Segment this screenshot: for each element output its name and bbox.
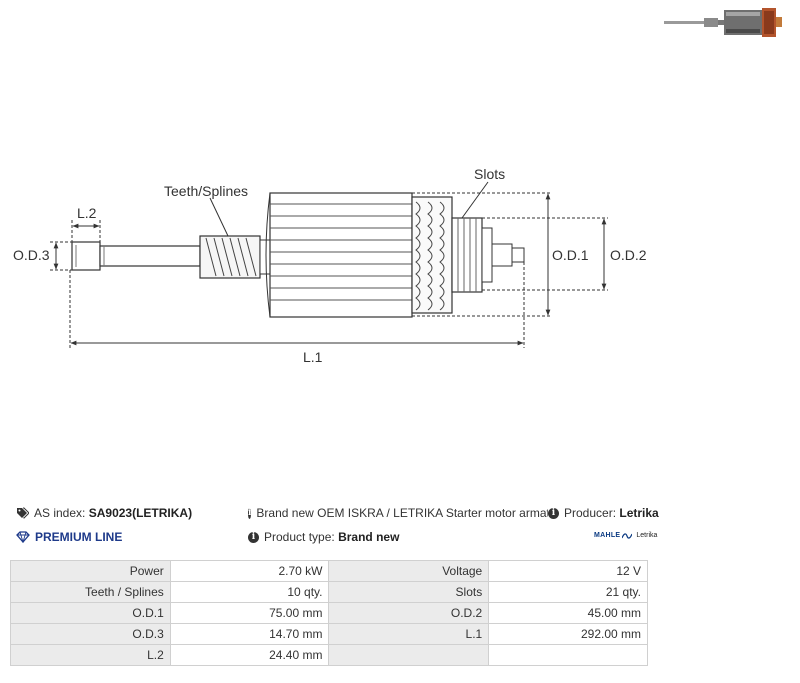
spec-label	[328, 644, 490, 666]
label-teeth-splines: Teeth/Splines	[164, 183, 248, 199]
teeth-leader-line	[209, 197, 229, 237]
spec-label: O.D.3	[10, 623, 171, 645]
producer-label: Producer:	[564, 506, 617, 520]
spec-value: 10 qty.	[169, 581, 330, 603]
dimension-od3	[50, 241, 72, 271]
spec-label: L.1	[328, 623, 490, 645]
mahle-letrika-logo: MAHLE Letrika	[594, 532, 658, 539]
spec-value: 14.70 mm	[169, 623, 330, 645]
spec-label: Slots	[328, 581, 490, 603]
product-type-value: Brand new	[338, 530, 400, 544]
specifications-table: Power 2.70 kW Voltage 12 V Teeth / Splin…	[10, 560, 648, 666]
table-row: Teeth / Splines 10 qty. Slots 21 qty.	[10, 581, 648, 603]
spec-value: 21 qty.	[488, 581, 648, 603]
table-row: O.D.3 14.70 mm L.1 292.00 mm	[10, 623, 648, 645]
label-l2: L.2	[77, 205, 97, 221]
spec-label: Teeth / Splines	[10, 581, 171, 603]
spec-value: 292.00 mm	[488, 623, 648, 645]
spec-value: 45.00 mm	[488, 602, 648, 624]
product-description: Brand new OEM ISKRA / LETRIKA Starter mo…	[256, 506, 548, 520]
as-index-label: AS index:	[34, 506, 86, 520]
table-row: O.D.1 75.00 mm O.D.2 45.00 mm	[10, 602, 648, 624]
product-type-label: Product type:	[264, 530, 335, 544]
spec-value: 2.70 kW	[169, 560, 330, 582]
premium-line-label: PREMIUM LINE	[35, 530, 123, 544]
shaft	[99, 245, 201, 267]
label-od1: O.D.1	[552, 247, 589, 263]
lamination-core	[265, 192, 413, 318]
windings	[411, 196, 453, 314]
producer-row: i Producer: Letrika	[548, 506, 659, 520]
spec-label: L.2	[10, 644, 171, 666]
label-l1: L.1	[303, 349, 323, 365]
spec-value: 12 V	[488, 560, 648, 582]
info-icon: i	[548, 507, 559, 519]
spec-value: 75.00 mm	[169, 602, 330, 624]
letrika-wave-icon	[622, 532, 633, 539]
slots-leader-line	[461, 181, 489, 219]
label-slots: Slots	[474, 166, 505, 182]
as-index-value: SA9023(LETRIKA)	[88, 506, 193, 520]
dimension-od1	[412, 192, 552, 317]
producer-value: Letrika	[619, 506, 659, 520]
info-icon: i	[248, 507, 252, 519]
dimension-l1	[69, 262, 525, 348]
label-od2: O.D.2	[610, 247, 647, 263]
spec-label: O.D.2	[328, 602, 490, 624]
as-index-row: AS index: SA9023(LETRIKA)	[16, 506, 192, 520]
info-icon: i	[248, 531, 259, 543]
label-od3: O.D.3	[13, 247, 50, 263]
spec-label: Voltage	[328, 560, 490, 582]
table-row: Power 2.70 kW Voltage 12 V	[10, 560, 648, 582]
description-row: i Brand new OEM ISKRA / LETRIKA Starter …	[248, 506, 548, 520]
premium-line-badge: PREMIUM LINE	[16, 530, 122, 544]
spec-label: Power	[10, 560, 171, 582]
spec-value	[488, 644, 648, 666]
tags-icon	[17, 507, 29, 519]
armature-technical-diagram: O.D.3 L.2 Teeth/Splines Slots O.D.1 O.D.…	[13, 166, 647, 365]
spec-value: 24.40 mm	[169, 644, 330, 666]
table-row: L.2 24.40 mm	[10, 644, 648, 666]
dimension-l2	[71, 220, 101, 242]
commutator	[451, 217, 525, 293]
diamond-icon	[16, 531, 30, 543]
spec-label: O.D.1	[10, 602, 171, 624]
product-type-row: i Product type: Brand new	[248, 530, 399, 544]
armature-thumbnail-image	[664, 8, 782, 37]
shaft-tip	[71, 241, 101, 271]
dimension-od2	[482, 217, 608, 291]
splines	[199, 235, 271, 279]
